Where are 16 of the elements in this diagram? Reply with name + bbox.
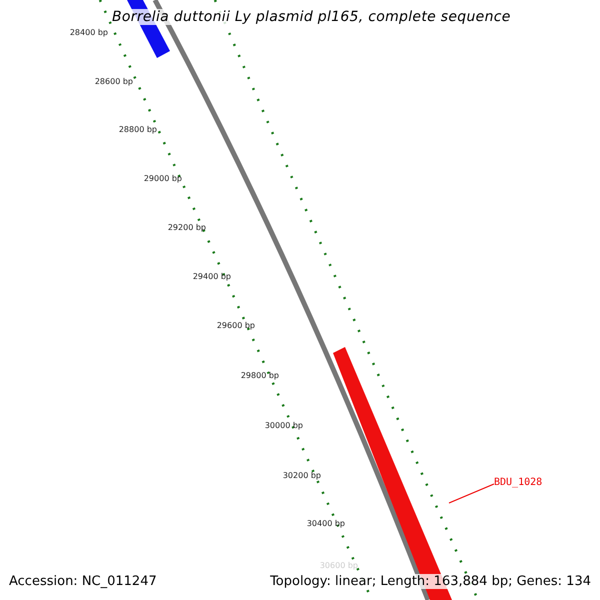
summary-text: Topology: linear; Length: 163,884 bp; Genes: 134 [270,574,591,589]
leader-line [448,484,494,504]
position-label: 29600 bp [216,321,255,330]
position-label: 29000 bp [144,174,182,183]
position-label: 30000 bp [264,421,303,430]
position-label: 28400 bp [70,28,108,37]
position-label: 28600 bp [94,77,133,86]
position-label: 30200 bp [282,471,321,480]
position-label: 28800 bp [118,125,157,134]
position-label: 29800 bp [240,371,279,380]
position-label: 29400 bp [192,272,231,281]
gene-label: BDU_1028 [494,477,542,488]
position-label: 29200 bp [168,223,206,232]
map-title: Borrelia duttonii Ly plasmid pl165, complete sequence [112,9,511,25]
accession-text: Accession: NC_011247 [9,574,157,589]
position-label: 30400 bp [306,519,345,528]
